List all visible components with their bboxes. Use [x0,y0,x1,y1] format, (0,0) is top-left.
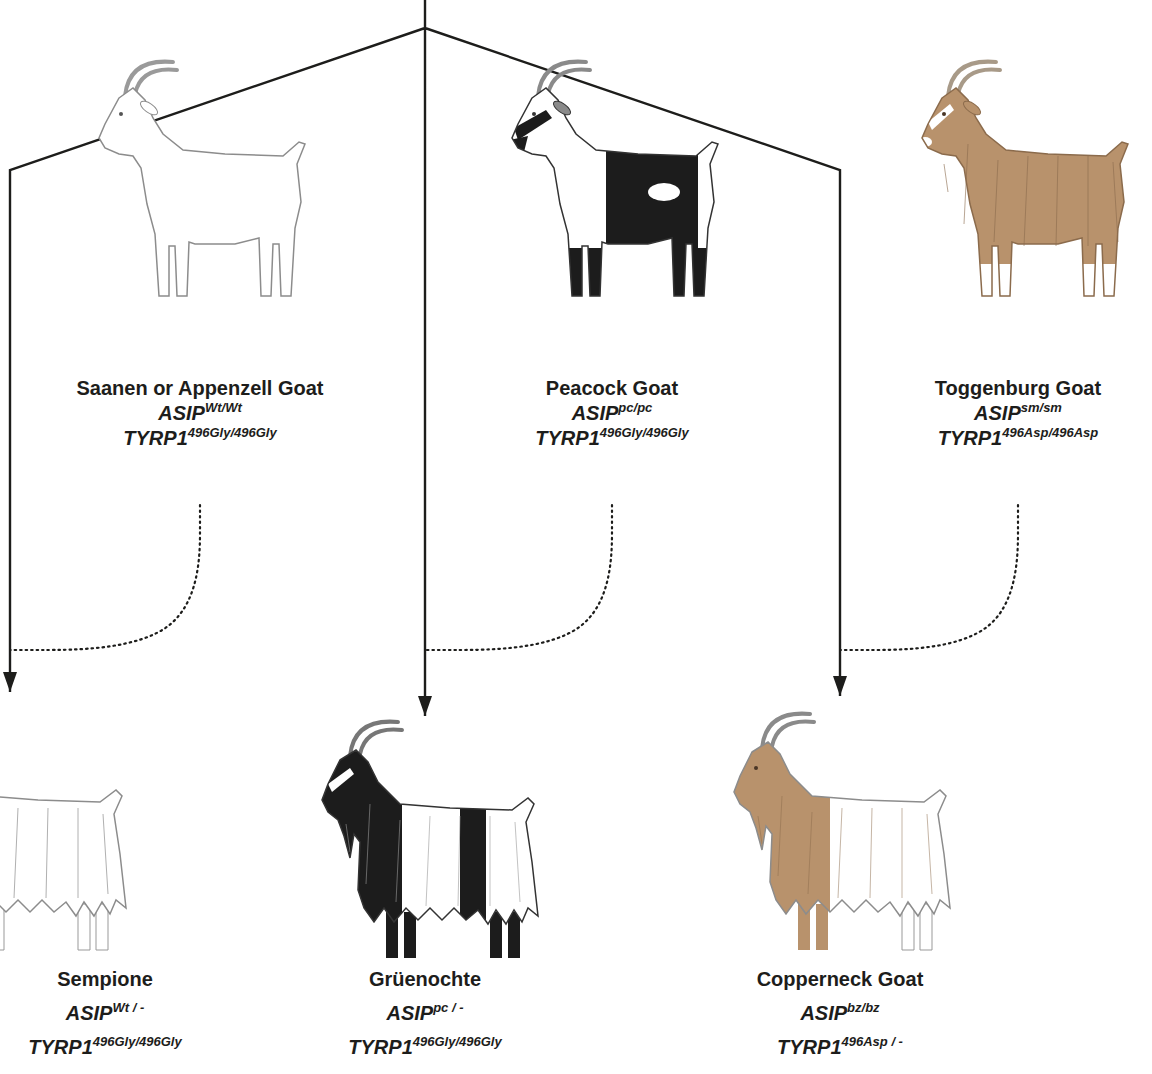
text-line: ASIPsm/sm [974,401,1062,426]
goat-name: Toggenburg Goat [935,377,1101,399]
gene-symbol: TYRP1 [938,427,1002,449]
genotype-superscript: 496Gly/496Gly [413,1034,502,1049]
lineage-connector [10,505,200,692]
gene-symbol: ASIP [158,402,205,424]
genotype-superscript: sm/sm [1021,400,1062,415]
dotted-descent-line [425,505,612,650]
genotype-superscript: pc / - [433,1000,463,1015]
lineage-connector [425,505,612,716]
genotype-superscript: pc/pc [618,400,652,415]
text-line: ASIPWt / - [66,996,144,1030]
gruenochte-goat [300,712,538,972]
text-line: TYRP1496Asp/496Asp [938,426,1099,451]
goat-name: Grüenochte [369,968,481,990]
goat-node: SempioneASIPWt / -TYRP1496Gly/496Gly [5,692,205,1068]
copperneck-goat [712,704,950,964]
text-line: ASIPpc/pc [572,401,653,426]
gene-symbol: TYRP1 [348,1036,412,1058]
gene-symbol: TYRP1 [123,427,187,449]
text-line: Saanen or Appenzell Goat [76,376,323,401]
text-line: TYRP1496Asp / - [777,1030,903,1064]
genotype-superscript: Wt/Wt [205,400,242,415]
gene-symbol: TYRP1 [777,1036,841,1058]
gene-symbol: ASIP [66,1002,113,1024]
gene-symbol: ASIP [974,402,1021,424]
text-line: Sempione [57,962,153,996]
goat-name: Sempione [57,968,153,990]
sempione-goat [0,714,126,950]
genotype-superscript: bz/bz [847,1000,880,1015]
genotype-superscript: 496Asp / - [842,1034,903,1049]
goat-name: Copperneck Goat [757,968,924,990]
text-line: TYRP1496Gly/496Gly [348,1030,501,1064]
gene-symbol: ASIP [572,402,619,424]
text-line: Copperneck Goat [757,962,924,996]
genotype-superscript: 496Gly/496Gly [600,425,689,440]
lineage-tree [10,0,840,650]
descent-arrow [839,650,841,696]
text-line: ASIPbz/bz [800,996,879,1030]
goat-node: GrüenochteASIPpc / -TYRP1496Gly/496Gly [300,716,550,1068]
peacock-goat [488,62,728,308]
text-line: TYRP1496Gly/496Gly [123,426,276,451]
text-line: TYRP1496Gly/496Gly [535,426,688,451]
goat-name: Peacock Goat [546,377,678,399]
genotype-superscript: 496Gly/496Gly [93,1034,182,1049]
text-line: Toggenburg Goat [935,376,1101,401]
descent-arrow [424,650,426,716]
genotype-superscript: 496Gly/496Gly [188,425,277,440]
saanen-goat [99,62,305,296]
gene-symbol: ASIP [386,1002,433,1024]
dotted-descent-line [10,505,200,650]
descent-arrow [9,650,11,692]
gene-symbol: TYRP1 [535,427,599,449]
text-line: Peacock Goat [546,376,678,401]
toggenburg-goat [898,62,1138,304]
text-line: ASIPpc / - [386,996,463,1030]
goat-node: Peacock GoatASIPpc/pcTYRP1496Gly/496Gly [525,50,699,505]
text-line: ASIPWt/Wt [158,401,242,426]
goat-name: Saanen or Appenzell Goat [76,377,323,399]
goat-node: Saanen or Appenzell GoatASIPWt/WtTYRP149… [66,50,334,505]
goat-node: Copperneck GoatASIPbz/bzTYRP1496Asp / - [715,696,965,1068]
goat-node: Toggenburg GoatASIPsm/smTYRP1496Asp/496A… [925,50,1112,505]
gene-symbol: TYRP1 [28,1036,92,1058]
text-line: TYRP1496Gly/496Gly [28,1030,181,1064]
gene-symbol: ASIP [800,1002,847,1024]
genotype-superscript: Wt / - [112,1000,144,1015]
dotted-descent-line [840,505,1018,650]
lineage-connector [840,505,1018,696]
genotype-superscript: 496Asp/496Asp [1002,425,1098,440]
text-line: Grüenochte [369,962,481,996]
